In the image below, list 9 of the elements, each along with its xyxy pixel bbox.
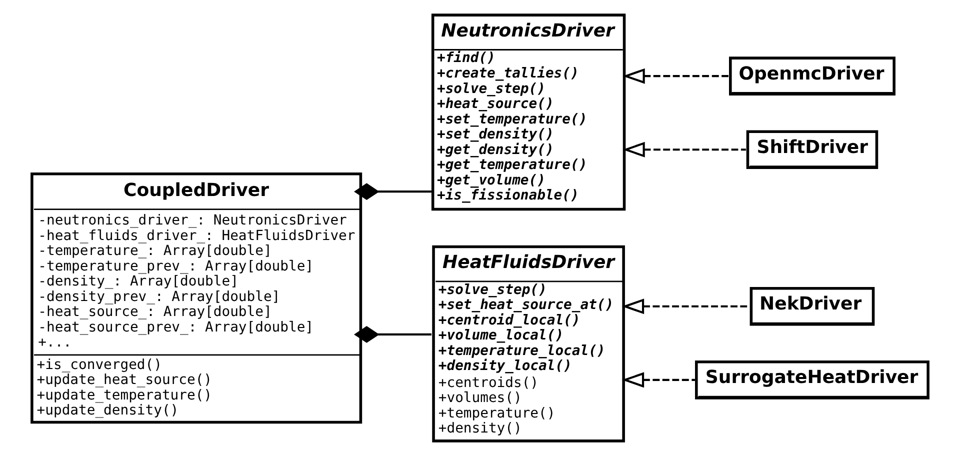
arrow xyxy=(621,372,694,388)
arrow xyxy=(621,298,749,314)
connector xyxy=(353,326,431,343)
node-box: CoupledDriver -neutronics_driver_: NeutronicsDriver -heat_fluids_driver_: HeatFluidsDriver -temperature_: Array[double] -temperature_prev_: Array[double] -density_: Array[double] -density_prev_: Array[double] -heat_source_: Array[double] -heat_source_prev_: Array[double] +... +is_converged() +update_heat_source() +update_temperature() +update_density() xyxy=(30,172,362,424)
connector xyxy=(353,183,431,200)
node-box: NeutronicsDriver +find() +create_tallies() +solve_step() +heat_source() +set_temperature() +set_density() +get_density() +get_temperature() +get_volume() +is_fissionable() xyxy=(430,14,626,211)
arrow xyxy=(622,142,746,158)
arrow xyxy=(622,68,728,84)
node-box: OpenmcDriver xyxy=(728,56,895,96)
